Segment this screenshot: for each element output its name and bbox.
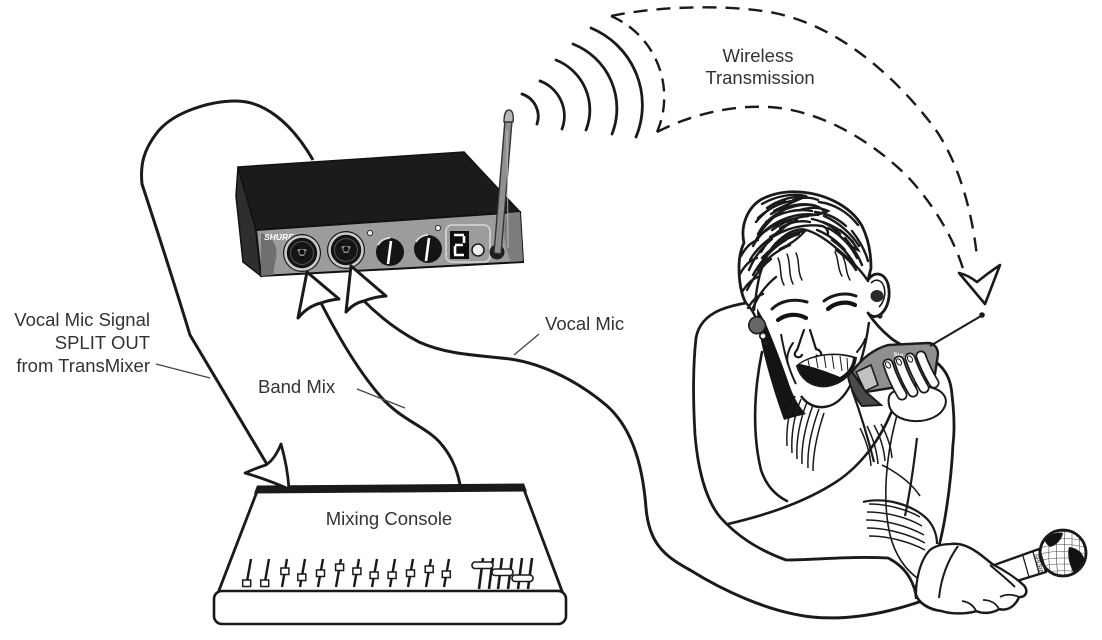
- svg-text:SHURE: SHURE: [893, 352, 915, 362]
- svg-text:SPLIT OUT: SPLIT OUT: [55, 332, 150, 353]
- svg-text:Vocal Mic Signal: Vocal Mic Signal: [14, 309, 150, 330]
- svg-text:from TransMixer: from TransMixer: [16, 355, 150, 376]
- svg-text:Band Mix: Band Mix: [258, 376, 336, 397]
- svg-text:Vocal Mic: Vocal Mic: [545, 313, 624, 334]
- svg-text:Transmission: Transmission: [705, 67, 814, 88]
- svg-text:Wireless: Wireless: [723, 45, 794, 66]
- svg-text:Mixing Console: Mixing Console: [326, 508, 452, 529]
- svg-text:SHURE: SHURE: [1032, 553, 1043, 574]
- svg-text:SHURE: SHURE: [264, 232, 294, 242]
